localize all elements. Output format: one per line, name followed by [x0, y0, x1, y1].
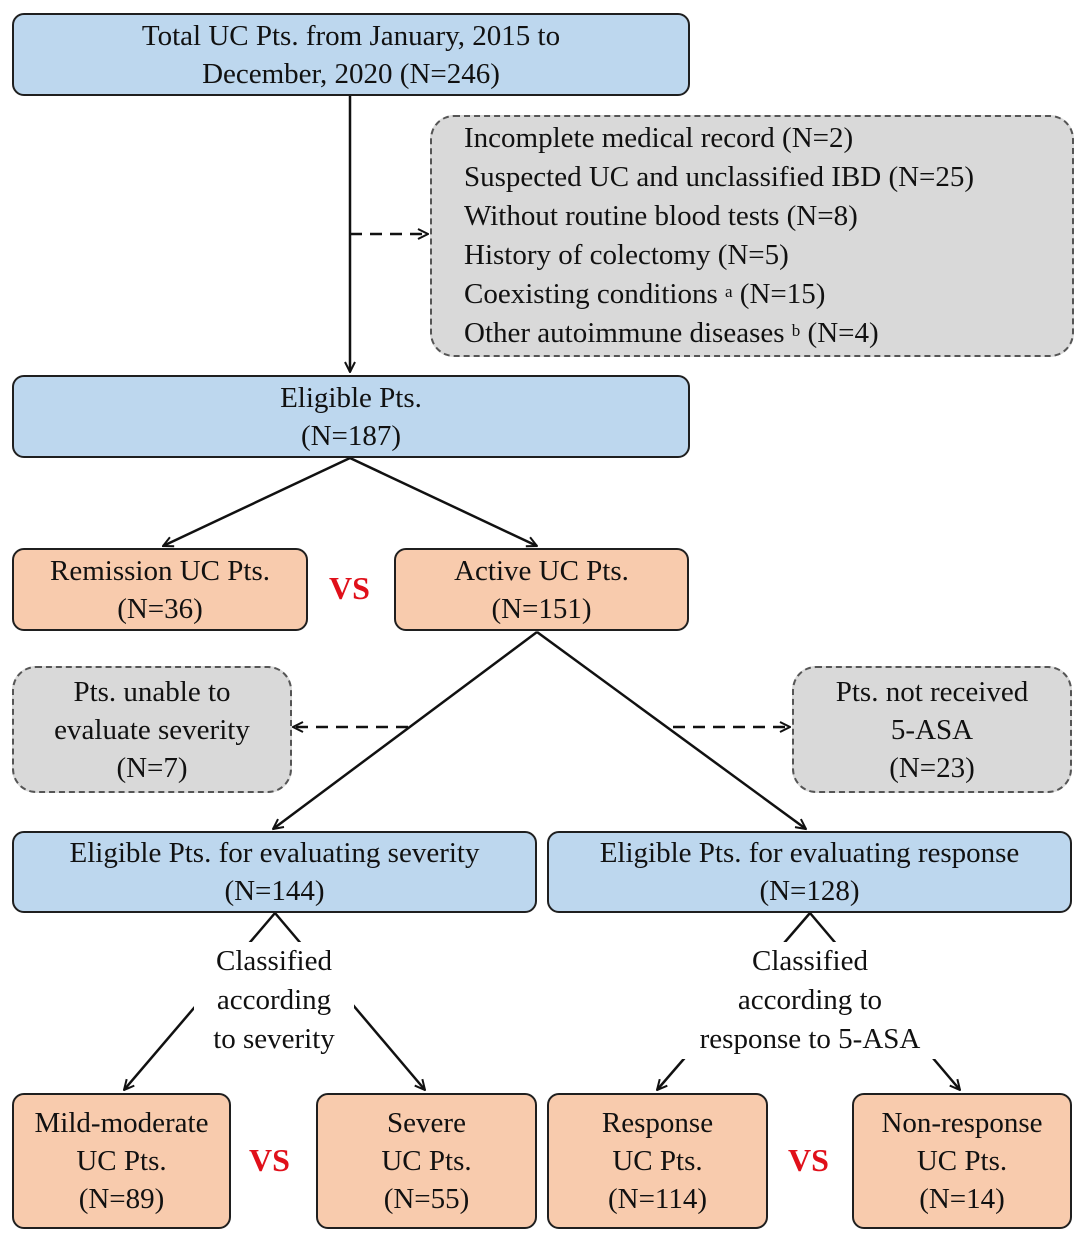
node-unable-line1: Pts. unable to: [73, 675, 231, 708]
node-mild-line1: Mild-moderate: [34, 1107, 209, 1139]
node-eligible-pts: Eligible Pts. (N=187): [12, 375, 690, 458]
node-nonresponse-line3: (N=14): [919, 1183, 1005, 1215]
node-eligible-severity-line1: Eligible Pts. for evaluating severity: [69, 837, 480, 869]
label-response-line1: Classified: [752, 945, 868, 977]
edge-active-to-response: [536, 630, 806, 829]
node-response-line3: (N=114): [607, 1183, 708, 1215]
footnote-marker-b: b: [791, 321, 801, 340]
exclusion-item-suspected-uc: Suspected UC and unclassified IBD (N=25): [464, 161, 975, 193]
node-eligible-response-line2: (N=128): [759, 875, 860, 907]
exclusion-coexisting-text: Coexisting conditions: [464, 278, 725, 310]
node-eligible-severity: Eligible Pts. for evaluating severity (N…: [12, 831, 537, 913]
node-not-received-line3: (N=23): [889, 751, 975, 784]
exclusion-item-coexisting: Coexisting conditions a (N=15): [464, 275, 825, 314]
vs-remission-active: VS: [329, 570, 370, 606]
node-response-line2: UC Pts.: [612, 1145, 703, 1177]
node-unable-line3: (N=7): [116, 751, 188, 784]
exclusion-item-no-blood-tests: Without routine blood tests (N=8): [464, 200, 858, 232]
node-severe-line2: UC Pts.: [381, 1145, 472, 1177]
node-unable-evaluate-severity: Pts. unable to evaluate severity (N=7): [12, 666, 292, 793]
node-mild-line2: UC Pts.: [76, 1145, 167, 1177]
node-nonresponse-line2: UC Pts.: [916, 1145, 1008, 1177]
edge-active-to-severity: [273, 630, 538, 829]
exclusion-autoimmune-count: (N=4): [800, 317, 879, 349]
node-eligible-severity-line2: (N=144): [224, 875, 325, 907]
vs-response-nonresponse: VS: [788, 1142, 829, 1178]
node-severe: Severe UC Pts. (N=55): [316, 1093, 537, 1229]
edge-eligible-to-active: [349, 456, 537, 546]
node-eligible-response: Eligible Pts. for evaluating response (N…: [547, 831, 1072, 913]
exclusion-autoimmune-text: Other autoimmune diseases: [464, 317, 792, 349]
node-not-received-5asa: Pts. not received 5-ASA (N=23): [792, 666, 1072, 793]
vs-mild-severe: VS: [249, 1142, 290, 1178]
label-response-line3: response to 5-ASA: [699, 1023, 921, 1055]
node-eligible-line2: (N=187): [300, 419, 402, 452]
label-severity-line2: according: [216, 984, 332, 1016]
node-total-line1: Total UC Pts. from January, 2015 to: [141, 19, 561, 52]
node-active-pts: Active UC Pts. (N=151): [394, 548, 689, 631]
node-nonresponse-line1: Non-response: [881, 1107, 1043, 1139]
label-severity-line3: to severity: [213, 1023, 335, 1055]
node-remission-pts: Remission UC Pts. (N=36): [12, 548, 308, 631]
exclusion-item-colectomy: History of colectomy (N=5): [464, 239, 789, 271]
node-response-line1: Response: [601, 1107, 714, 1139]
node-active-line1: Active UC Pts.: [454, 554, 629, 587]
label-response-line2: according to: [737, 984, 883, 1016]
node-severe-line1: Severe: [387, 1107, 466, 1139]
exclusion-item-incomplete-record: Incomplete medical record (N=2): [464, 122, 854, 154]
node-active-line2: (N=151): [491, 592, 592, 625]
label-classified-severity: Classified according to severity: [194, 942, 354, 1059]
node-response: Response UC Pts. (N=114): [547, 1093, 768, 1229]
node-total-line2: December, 2020 (N=246): [202, 57, 500, 90]
node-not-received-line2: 5-ASA: [890, 713, 974, 746]
node-eligible-response-line1: Eligible Pts. for evaluating response: [599, 837, 1020, 869]
node-total-pts: Total UC Pts. from January, 2015 to Dece…: [12, 13, 690, 96]
edge-eligible-to-remission: [163, 456, 351, 546]
label-classified-response: Classified according to response to 5-AS…: [682, 942, 938, 1059]
label-severity-line1: Classified: [216, 945, 332, 977]
node-mild-moderate: Mild-moderate UC Pts. (N=89): [12, 1093, 231, 1229]
node-eligible-line1: Eligible Pts.: [280, 381, 422, 414]
node-mild-line3: (N=89): [78, 1183, 165, 1215]
node-unable-line2: evaluate severity: [54, 713, 250, 746]
footnote-marker-a: a: [725, 282, 733, 301]
exclusion-item-autoimmune: Other autoimmune diseases b (N=4): [464, 314, 879, 353]
node-remission-line2: (N=36): [117, 592, 203, 625]
node-exclusion-criteria: Incomplete medical record (N=2) Suspecte…: [430, 115, 1074, 357]
exclusion-coexisting-count: (N=15): [732, 278, 826, 310]
node-severe-line3: (N=55): [383, 1183, 470, 1215]
node-not-received-line1: Pts. not received: [835, 675, 1029, 708]
node-nonresponse: Non-response UC Pts. (N=14): [852, 1093, 1072, 1229]
node-remission-line1: Remission UC Pts.: [50, 554, 270, 587]
